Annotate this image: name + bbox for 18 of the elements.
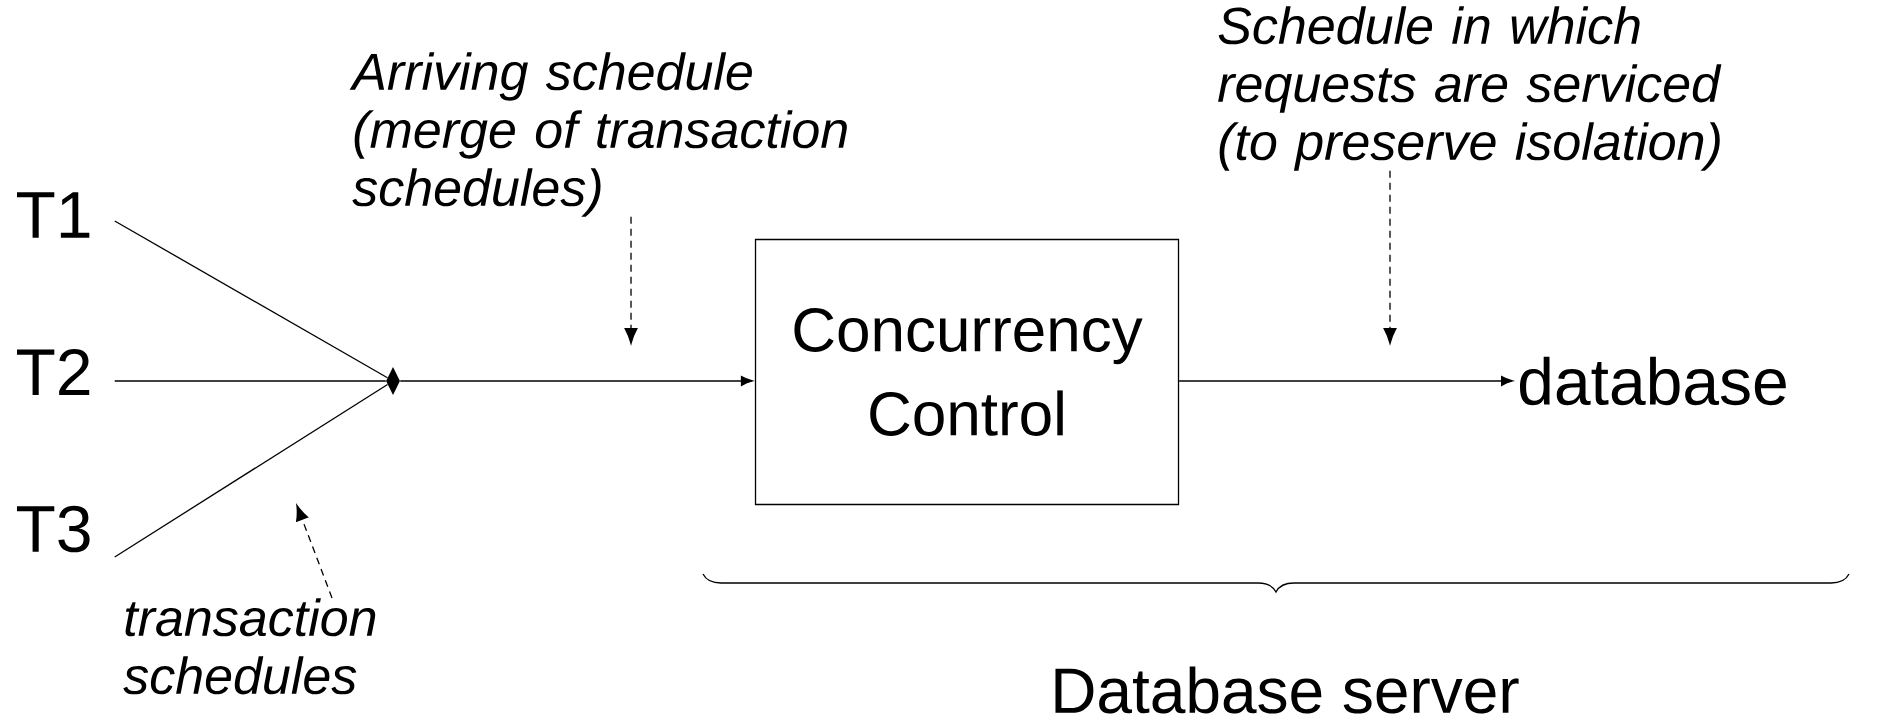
connector-line: [114, 383, 389, 558]
leader-arrow: [296, 504, 333, 599]
transaction-label: T3: [17, 505, 90, 553]
arrow: [1178, 376, 1514, 386]
leader-arrow: [624, 216, 638, 345]
connector-line: [114, 380, 387, 382]
process-box: Concurrency Control: [754, 238, 1180, 506]
annotation-text: Schedule in which requests are serviced (to preserve isolation): [1218, 6, 1722, 171]
connector-line: [114, 220, 389, 379]
junction-diamond: [386, 367, 400, 395]
annotation-text: transaction schedules: [123, 598, 376, 695]
database-label: database: [1520, 356, 1786, 406]
group-label: Database server: [1055, 666, 1519, 714]
annotation-text: Arriving schedule (merge of transaction schedules): [349, 52, 847, 217]
transaction-label: T2: [17, 348, 90, 396]
arrow: [399, 376, 753, 386]
leader-arrow: [1383, 170, 1397, 345]
transaction-label: T1: [17, 192, 90, 238]
